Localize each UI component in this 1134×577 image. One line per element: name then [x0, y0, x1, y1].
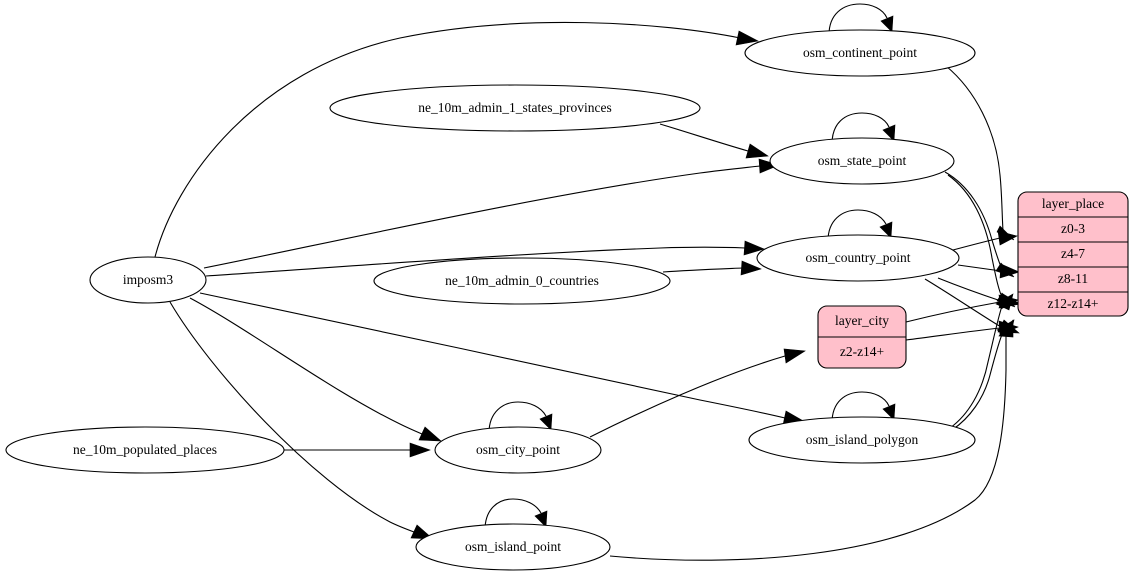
edge-self-osm_island_polygon [831, 391, 896, 424]
node-osm_country_point[interactable]: osm_country_point [756, 234, 960, 282]
edge-imposm3-to-osm_state_point [203, 158, 780, 269]
edge-self-osm_city_point [488, 401, 553, 434]
node-osm_island_point[interactable]: osm_island_point [415, 523, 611, 571]
record-layer_city[interactable]: layer_city z2-z14+ [817, 305, 907, 369]
node-osm_continent_point[interactable]: osm_continent_point [744, 29, 976, 77]
edge-osm_country_point-to-layer_place_z0_3 [952, 230, 1018, 251]
edge-osm_island_point-to-layer_place_z12 [609, 319, 1014, 561]
node-ne-populated-label: ne_10m_populated_places [73, 442, 217, 457]
node-ne_10m_populated_places[interactable]: ne_10m_populated_places [5, 426, 285, 474]
node-ne_10m_admin_1_states_provinces[interactable]: ne_10m_admin_1_states_provinces [329, 84, 701, 132]
edge-imposm3-to-osm_island_polygon [199, 292, 806, 426]
edge-ne_populated-to-osm_city_point [284, 442, 431, 458]
node-osm-state-point-label: osm_state_point [818, 153, 907, 168]
node-osm_state_point[interactable]: osm_state_point [769, 137, 955, 185]
edge-imposm3-to-osm_continent_point [154, 21, 759, 258]
record-layer_place-row-z0-3[interactable]: z0-3 [1061, 221, 1085, 236]
record-layer_place[interactable]: layer_place z0-3 z4-7 z8-11 z12-z14+ [1017, 191, 1129, 317]
edge-layer [154, 3, 1021, 561]
edge-osm_continent_point-to-layer_place_z0_3 [945, 65, 1015, 241]
node-ne-states-label: ne_10m_admin_1_states_provinces [418, 100, 611, 115]
node-imposm3-label: imposm3 [123, 272, 174, 287]
node-layer: imposm3 ne_10m_admin_1_states_provinces … [5, 29, 1129, 571]
node-ne_10m_admin_0_countries[interactable]: ne_10m_admin_0_countries [373, 257, 671, 305]
record-layer_place-row-z4-7[interactable]: z4-7 [1061, 246, 1085, 261]
edge-osm_island_polygon-to-layer_place_z8_11 [949, 293, 1014, 429]
node-osm_island_polygon[interactable]: osm_island_polygon [748, 416, 976, 464]
record-layer_place-row-z12[interactable]: z12-z14+ [1047, 296, 1098, 311]
node-osm_city_point[interactable]: osm_city_point [434, 426, 602, 474]
node-osm-continent-point-label: osm_continent_point [803, 45, 917, 60]
record-layer_place-title: layer_place [1042, 196, 1104, 211]
node-ne-countries-label: ne_10m_admin_0_countries [445, 273, 599, 288]
edge-osm_country_point-to-layer_place_z4_7 [957, 263, 1020, 279]
node-osm-island-polygon-label: osm_island_polygon [806, 432, 919, 447]
record-layer_place-row-z8-11[interactable]: z8-11 [1058, 271, 1088, 286]
node-osm-country-point-label: osm_country_point [806, 250, 911, 265]
edge-ne_states-to-osm_state_point [659, 123, 769, 159]
node-osm-island-point-label: osm_island_point [465, 539, 561, 554]
edge-imposm3-to-osm_country_point [205, 240, 765, 277]
edge-osm_city_point-to-layer_city_z2 [589, 348, 806, 438]
edge-self-osm_country_point [827, 209, 893, 242]
edge-self-osm_state_point [831, 112, 896, 145]
edge-ne_countries-to-osm_country_point [662, 260, 762, 276]
node-imposm3[interactable]: imposm3 [89, 256, 207, 304]
record-layer_city-row-z2[interactable]: z2-z14+ [840, 344, 884, 359]
edge-self-osm_continent_point [828, 3, 894, 36]
record-layer_city-title: layer_city [835, 313, 889, 328]
edge-self-osm_island_point [484, 498, 548, 531]
edge-imposm3-to-osm_city_point [189, 297, 442, 442]
node-osm-city-point-label: osm_city_point [476, 442, 560, 457]
